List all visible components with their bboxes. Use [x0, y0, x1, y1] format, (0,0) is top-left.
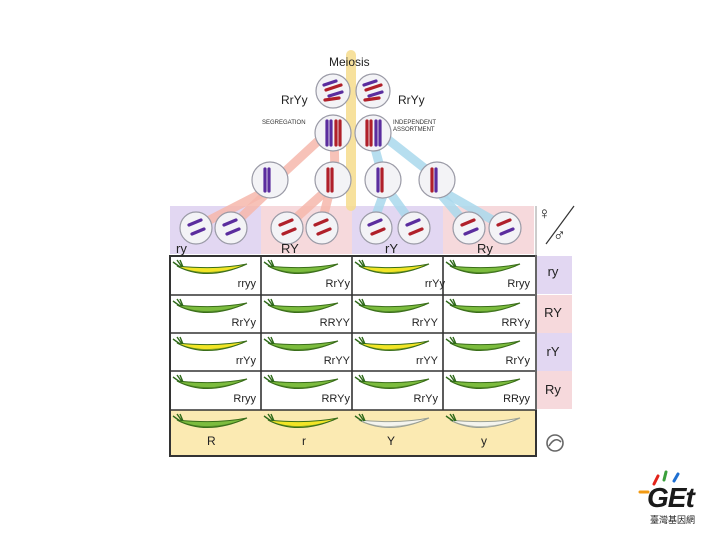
- row-label-rY: rY: [546, 344, 560, 359]
- pea-r3-c0: [172, 374, 248, 390]
- phenotype-label-R: R: [207, 434, 216, 448]
- cell-segregation-left: [314, 114, 352, 152]
- phenotype-band: [170, 410, 536, 456]
- pea-r0-c1: [263, 259, 339, 275]
- gamete-cell-5: [359, 211, 393, 245]
- cell-meiosis-left: [315, 73, 351, 109]
- pea-r1-c2: [354, 298, 430, 314]
- genotype-r2-c0: rrYy: [235, 355, 256, 367]
- row-label-RY: RY: [544, 305, 562, 320]
- row-band-1: [537, 295, 572, 333]
- logo-icon: [638, 470, 680, 494]
- pea-r1-c0: [172, 298, 248, 314]
- row-band-0: [537, 256, 572, 294]
- phenotype-pea-1: [263, 413, 339, 429]
- row-band-3: [537, 371, 572, 409]
- pea-r3-c3: [445, 374, 521, 390]
- pea-r0-c3: [445, 259, 521, 275]
- genotype-r3-c2: RrYy: [413, 393, 438, 405]
- gamete-label-RY: RY: [281, 241, 299, 256]
- phenotype-pea-0: [172, 413, 248, 429]
- logo-mark: GEt: [647, 482, 695, 513]
- genotype-r3-c3: RRyy: [503, 393, 530, 405]
- phenotype-label-Y: Y: [387, 434, 396, 448]
- corner-divider: [545, 205, 575, 245]
- genotype-r0-c2: rrYy: [424, 278, 445, 290]
- male-symbol: ♂: [553, 226, 566, 245]
- genotype-r1-c1: RRYY: [319, 317, 350, 329]
- phenotype-label-r: r: [302, 434, 306, 448]
- segregation-note: SEGREGATION: [262, 120, 306, 126]
- phenotype-pea-2: [354, 413, 430, 429]
- recycle-icon: [546, 434, 564, 452]
- gamete-label-ry: ry: [176, 241, 187, 256]
- genotype-r0-c0: rryy: [237, 278, 256, 290]
- pea-r1-c1: [263, 298, 339, 314]
- pea-r2-c2: [354, 336, 430, 352]
- pea-r2-c1: [263, 336, 339, 352]
- genotype-r1-c0: RrYy: [231, 317, 256, 329]
- genotype-r0-c3: Rryy: [507, 278, 530, 290]
- logo-caption: 臺灣基因網: [650, 515, 696, 525]
- genotype-r0-c1: RrYy: [325, 278, 350, 290]
- gamete-cell-1: [179, 211, 213, 245]
- title: Meiosis: [329, 55, 370, 69]
- pea-r3-c1: [263, 374, 339, 390]
- genotype-r3-c1: RRYy: [321, 393, 350, 405]
- cell-metaphase-1: [251, 161, 289, 199]
- cell-meiosis-right: [355, 73, 391, 109]
- row-band-2: [537, 333, 572, 371]
- parent-right-label: RrYy: [398, 93, 425, 107]
- gamete-label-Ry: Ry: [477, 241, 493, 256]
- genotype-r2-c2: rrYY: [416, 355, 438, 367]
- row-label-Ry: Ry: [545, 382, 561, 397]
- cell-metaphase-2: [314, 161, 352, 199]
- genotype-r2-c3: RrYy: [505, 355, 530, 367]
- phenotype-label-y: y: [481, 434, 487, 448]
- pea-r0-c0: [172, 259, 248, 275]
- gamete-cell-6: [397, 211, 431, 245]
- genotype-r1-c3: RRYy: [501, 317, 530, 329]
- phenotype-pea-3: [445, 413, 521, 429]
- independent-note: INDEPENDENT ASSORTMENT: [393, 120, 436, 133]
- genotype-r2-c1: RrYY: [323, 355, 350, 367]
- gamete-cell-2: [214, 211, 248, 245]
- cell-metaphase-4: [418, 161, 456, 199]
- gamete-cell-8: [488, 211, 522, 245]
- row-label-ry: ry: [547, 264, 559, 279]
- cell-segregation-right: [354, 114, 392, 152]
- genotype-r1-c2: RrYY: [411, 317, 438, 329]
- gamete-label-rY: rY: [385, 241, 398, 256]
- gamete-cell-7: [452, 211, 486, 245]
- pea-r2-c0: [172, 336, 248, 352]
- parent-left-label: RrYy: [281, 93, 308, 107]
- gamete-cell-3: [270, 211, 304, 245]
- pea-r0-c2: [354, 259, 430, 275]
- pea-r3-c2: [354, 374, 430, 390]
- female-symbol: ♀: [538, 204, 551, 223]
- gamete-cell-4: [305, 211, 339, 245]
- genotype-r3-c0: Rryy: [233, 393, 256, 405]
- pea-r1-c3: [445, 298, 521, 314]
- pea-r2-c3: [445, 336, 521, 352]
- cell-metaphase-3: [364, 161, 402, 199]
